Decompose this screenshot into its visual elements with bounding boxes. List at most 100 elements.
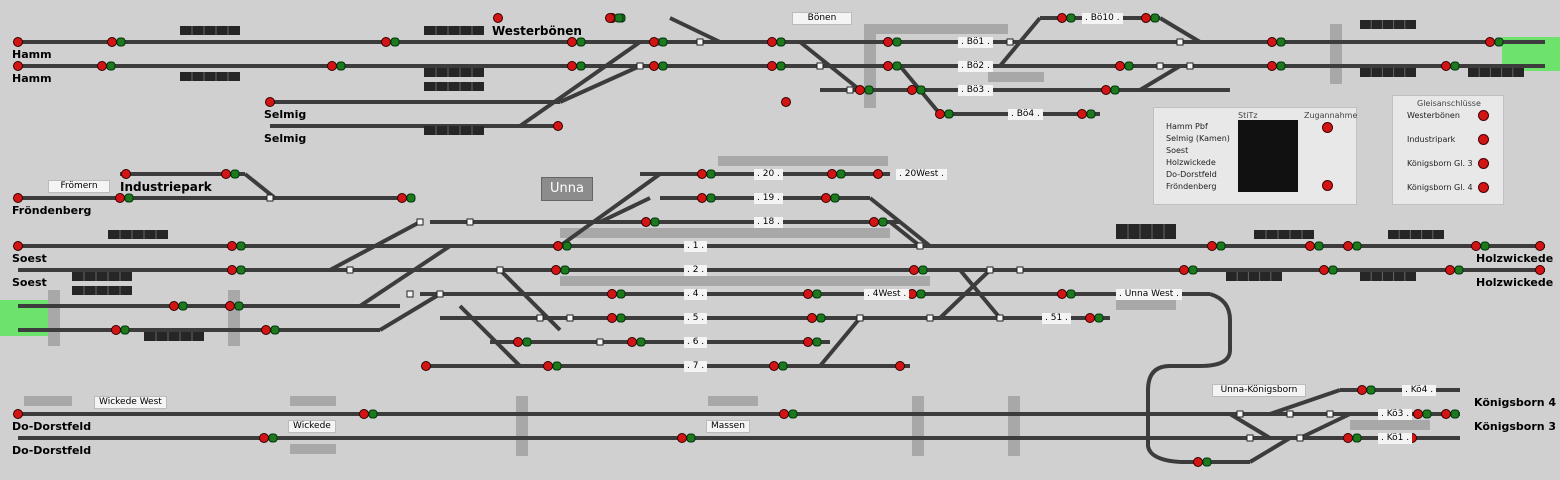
signal-light[interactable]	[115, 193, 125, 203]
switch-point[interactable]	[1296, 434, 1304, 442]
signal-light[interactable]	[807, 313, 817, 323]
signal-light[interactable]	[265, 97, 275, 107]
switch-point[interactable]	[816, 62, 824, 70]
signal-aspect[interactable]	[562, 241, 572, 251]
signal-light[interactable]	[1413, 409, 1423, 419]
track-lines[interactable]	[18, 16, 1545, 464]
signal-light[interactable]	[553, 121, 563, 131]
signal-light[interactable]	[1115, 61, 1125, 71]
signal-aspect[interactable]	[1066, 289, 1076, 299]
track-label-bo4[interactable]: . Bö4 .	[1008, 109, 1043, 120]
switch-point[interactable]	[436, 290, 444, 298]
switch-point[interactable]	[466, 218, 474, 226]
signal-light[interactable]	[513, 337, 523, 347]
signal-aspect[interactable]	[368, 409, 378, 419]
signal-light[interactable]	[607, 313, 617, 323]
signal-light[interactable]	[1441, 61, 1451, 71]
signal-light[interactable]	[827, 169, 837, 179]
track-label-ko3[interactable]: . Kö3 .	[1378, 409, 1413, 420]
signal-aspect[interactable]	[1276, 61, 1286, 71]
track-label-bo3[interactable]: . Bö3 .	[958, 85, 993, 96]
signal-aspect[interactable]	[816, 313, 826, 323]
track-label-51[interactable]: . 51 .	[1042, 313, 1071, 324]
signal-aspect[interactable]	[1216, 241, 1226, 251]
signal-light[interactable]	[883, 61, 893, 71]
track-label-20west[interactable]: . 20West .	[896, 169, 948, 180]
signal-light[interactable]	[873, 169, 883, 179]
signal-aspect[interactable]	[836, 169, 846, 179]
switch-point[interactable]	[346, 266, 354, 274]
signal-light[interactable]	[1141, 13, 1151, 23]
gleis-westerboenen-button[interactable]	[1478, 110, 1489, 121]
signal-aspect[interactable]	[830, 193, 840, 203]
signal-light[interactable]	[935, 109, 945, 119]
track-label-unna-west[interactable]: . Unna West .	[1116, 289, 1182, 300]
signal-light[interactable]	[605, 13, 615, 23]
track-label-6[interactable]: . 6 .	[684, 337, 708, 348]
signal-light[interactable]	[883, 37, 893, 47]
signal-aspect[interactable]	[658, 61, 668, 71]
signal-aspect[interactable]	[776, 37, 786, 47]
signal-light[interactable]	[359, 409, 369, 419]
signal-aspect[interactable]	[650, 217, 660, 227]
signals[interactable]	[13, 13, 1545, 467]
gleis-koenigsborn-4-button[interactable]	[1478, 182, 1489, 193]
signal-aspect[interactable]	[616, 313, 626, 323]
switch-point[interactable]	[1326, 410, 1334, 418]
signal-light[interactable]	[1535, 265, 1545, 275]
signal-light[interactable]	[551, 265, 561, 275]
signal-aspect[interactable]	[776, 61, 786, 71]
signal-aspect[interactable]	[1328, 265, 1338, 275]
track-label-19[interactable]: . 19 .	[754, 193, 783, 204]
signal-aspect[interactable]	[636, 337, 646, 347]
signal-aspect[interactable]	[686, 433, 696, 443]
signal-aspect[interactable]	[864, 85, 874, 95]
signal-light[interactable]	[13, 37, 23, 47]
signal-aspect[interactable]	[918, 265, 928, 275]
signal-aspect[interactable]	[560, 265, 570, 275]
signal-light[interactable]	[1179, 265, 1189, 275]
signal-aspect[interactable]	[1276, 37, 1286, 47]
signal-light[interactable]	[649, 37, 659, 47]
track-label-ko1[interactable]: . Kö1 .	[1378, 433, 1413, 444]
signal-aspect[interactable]	[1094, 313, 1104, 323]
signal-aspect[interactable]	[706, 193, 716, 203]
signal-aspect[interactable]	[390, 37, 400, 47]
signal-light[interactable]	[121, 169, 131, 179]
signal-aspect[interactable]	[1124, 61, 1134, 71]
switch-point[interactable]	[986, 266, 994, 274]
track-label-ko4[interactable]: . Kö4 .	[1402, 385, 1437, 396]
switch-markers[interactable]	[266, 38, 1334, 442]
signal-light[interactable]	[1267, 37, 1277, 47]
signal-aspect[interactable]	[892, 61, 902, 71]
signal-light[interactable]	[1057, 13, 1067, 23]
switch-point[interactable]	[496, 266, 504, 274]
signal-light[interactable]	[13, 241, 23, 251]
signal-light[interactable]	[677, 433, 687, 443]
switch-point[interactable]	[266, 194, 274, 202]
signal-light[interactable]	[1267, 61, 1277, 71]
track-label-20[interactable]: . 20 .	[754, 169, 783, 180]
signal-light[interactable]	[381, 37, 391, 47]
track-label-4west[interactable]: . 4West .	[864, 289, 910, 300]
signal-aspect[interactable]	[1150, 13, 1160, 23]
signal-aspect[interactable]	[778, 361, 788, 371]
switch-point[interactable]	[696, 38, 704, 46]
signal-aspect[interactable]	[916, 85, 926, 95]
switch-point[interactable]	[416, 218, 424, 226]
switch-point[interactable]	[1236, 410, 1244, 418]
signal-light[interactable]	[697, 193, 707, 203]
signal-light[interactable]	[767, 61, 777, 71]
signal-light[interactable]	[1085, 313, 1095, 323]
signal-light[interactable]	[111, 325, 121, 335]
switch-point[interactable]	[596, 338, 604, 346]
signal-aspect[interactable]	[1366, 385, 1376, 395]
signal-light[interactable]	[1441, 409, 1451, 419]
signal-light[interactable]	[227, 265, 237, 275]
signal-light[interactable]	[1305, 241, 1315, 251]
signal-aspect[interactable]	[878, 217, 888, 227]
signal-light[interactable]	[13, 193, 23, 203]
signal-light[interactable]	[221, 169, 231, 179]
switch-point[interactable]	[1286, 410, 1294, 418]
signal-light[interactable]	[779, 409, 789, 419]
